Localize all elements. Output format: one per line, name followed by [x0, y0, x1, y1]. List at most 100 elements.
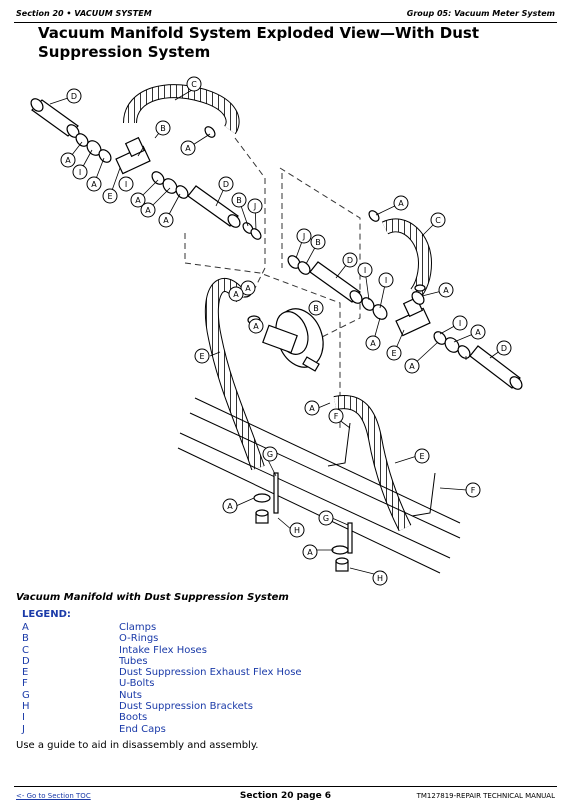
legend-key: J — [22, 723, 25, 735]
callout-a: A — [304, 400, 320, 416]
legend-key: H — [22, 701, 30, 713]
callout-a: A — [470, 324, 486, 340]
legend-key: A — [22, 622, 29, 633]
callout-d: D — [66, 88, 82, 104]
svg-text:A: A — [398, 199, 404, 208]
assembly-note: Use a guide to aid in disassembly and as… — [16, 740, 259, 751]
manual-id: TM127819-REPAIR TECHNICAL MANUAL — [416, 792, 555, 800]
callout-a: A — [438, 282, 454, 298]
svg-text:F: F — [471, 486, 476, 495]
callout-e: E — [414, 448, 430, 464]
svg-text:A: A — [307, 548, 313, 557]
svg-text:A: A — [245, 284, 251, 293]
page-header: Section 20 • VACUUM SYSTEM Group 05: Vac… — [14, 6, 557, 23]
svg-text:B: B — [236, 196, 242, 205]
legend-value: Nuts — [119, 689, 142, 701]
svg-text:A: A — [91, 180, 97, 189]
svg-text:G: G — [323, 514, 329, 523]
legend-key: E — [22, 667, 29, 679]
legend-title: LEGEND: — [22, 609, 71, 620]
callout-d: D — [342, 252, 358, 268]
upper-mid-rings — [151, 126, 262, 240]
svg-text:I: I — [385, 276, 387, 285]
svg-text:A: A — [65, 156, 71, 165]
svg-text:F: F — [334, 412, 339, 421]
group-label: Group 05: Vacuum Meter System — [406, 9, 555, 18]
callout-b: B — [310, 234, 326, 250]
figure-caption: Vacuum Manifold with Dust Suppression Sy… — [16, 592, 289, 603]
svg-text:E: E — [199, 352, 204, 361]
page-footer: <- Go to Section TOC Section 20 page 6 T… — [14, 786, 557, 803]
callout-b: B — [231, 192, 247, 208]
brackets-and-nuts — [253, 472, 353, 572]
svg-text:A: A — [309, 404, 315, 413]
legend-key: F — [22, 678, 28, 690]
legend-value: Tubes — [119, 655, 148, 667]
callout-j: J — [296, 228, 312, 244]
callout-h: H — [372, 570, 388, 586]
callout-e: E — [386, 345, 402, 361]
svg-text:B: B — [160, 124, 166, 133]
svg-text:D: D — [223, 180, 229, 189]
svg-text:H: H — [377, 574, 383, 583]
callout-e: E — [102, 188, 118, 204]
legend-value: Boots — [119, 712, 148, 724]
svg-text:E: E — [391, 349, 396, 358]
callout-i: I — [378, 272, 394, 288]
legend-key: B — [22, 633, 29, 645]
legend-key: G — [22, 689, 30, 701]
legend-key: D — [22, 655, 30, 667]
right-tubes-rings — [287, 210, 523, 390]
callout-j: J — [247, 198, 263, 214]
callout-a: A — [240, 280, 256, 296]
svg-text:C: C — [191, 80, 197, 89]
vacuum-meter-housing — [238, 288, 324, 372]
section-toc-link[interactable]: <- Go to Section TOC — [16, 792, 91, 800]
legend-value: Intake Flex Hoses — [119, 644, 207, 656]
svg-text:I: I — [459, 319, 461, 328]
legend-value: Clamps — [119, 622, 157, 633]
callout-f: F — [465, 482, 481, 498]
upper-left-rings — [75, 133, 112, 163]
callout-d: D — [496, 340, 512, 356]
svg-text:B: B — [315, 238, 321, 247]
svg-text:A: A — [163, 216, 169, 225]
svg-text:A: A — [145, 206, 151, 215]
svg-text:E: E — [107, 192, 112, 201]
page-number: Section 20 page 6 — [239, 791, 332, 801]
callout-g: G — [262, 446, 278, 462]
legend-row: E Dust Suppression Exhaust Flex Hose — [22, 667, 342, 678]
svg-text:D: D — [501, 344, 507, 353]
page-title: Vacuum Manifold System Exploded View—Wit… — [38, 24, 479, 61]
svg-text:D: D — [347, 256, 353, 265]
svg-text:I: I — [125, 180, 127, 189]
legend-value: Dust Suppression Exhaust Flex Hose — [119, 667, 302, 679]
toolbar-frame — [177, 397, 461, 574]
callout-g: G — [318, 510, 334, 526]
callout-i: I — [72, 164, 88, 180]
svg-text:J: J — [302, 232, 305, 241]
callout-a: A — [60, 152, 76, 168]
svg-text:I: I — [79, 168, 81, 177]
callout-a: A — [365, 335, 381, 351]
legend-row: A Clamps — [22, 622, 342, 633]
callout-a: A — [228, 286, 244, 302]
section-label: Section 20 • VACUUM SYSTEM — [16, 9, 152, 18]
svg-text:D: D — [71, 92, 77, 101]
svg-text:C: C — [435, 216, 441, 225]
callout-a: A — [140, 202, 156, 218]
svg-text:A: A — [443, 286, 449, 295]
callout-b: B — [155, 120, 171, 136]
exploded-view-diagram: CDBAAAAIIEAADBJACJBDIIAAEAIAADAABEAFEGFA… — [30, 76, 523, 586]
svg-text:B: B — [313, 304, 319, 313]
callout-a: A — [302, 544, 318, 560]
svg-text:A: A — [370, 339, 376, 348]
svg-text:A: A — [233, 290, 239, 299]
callout-a: A — [248, 318, 264, 334]
svg-text:I: I — [364, 266, 366, 275]
